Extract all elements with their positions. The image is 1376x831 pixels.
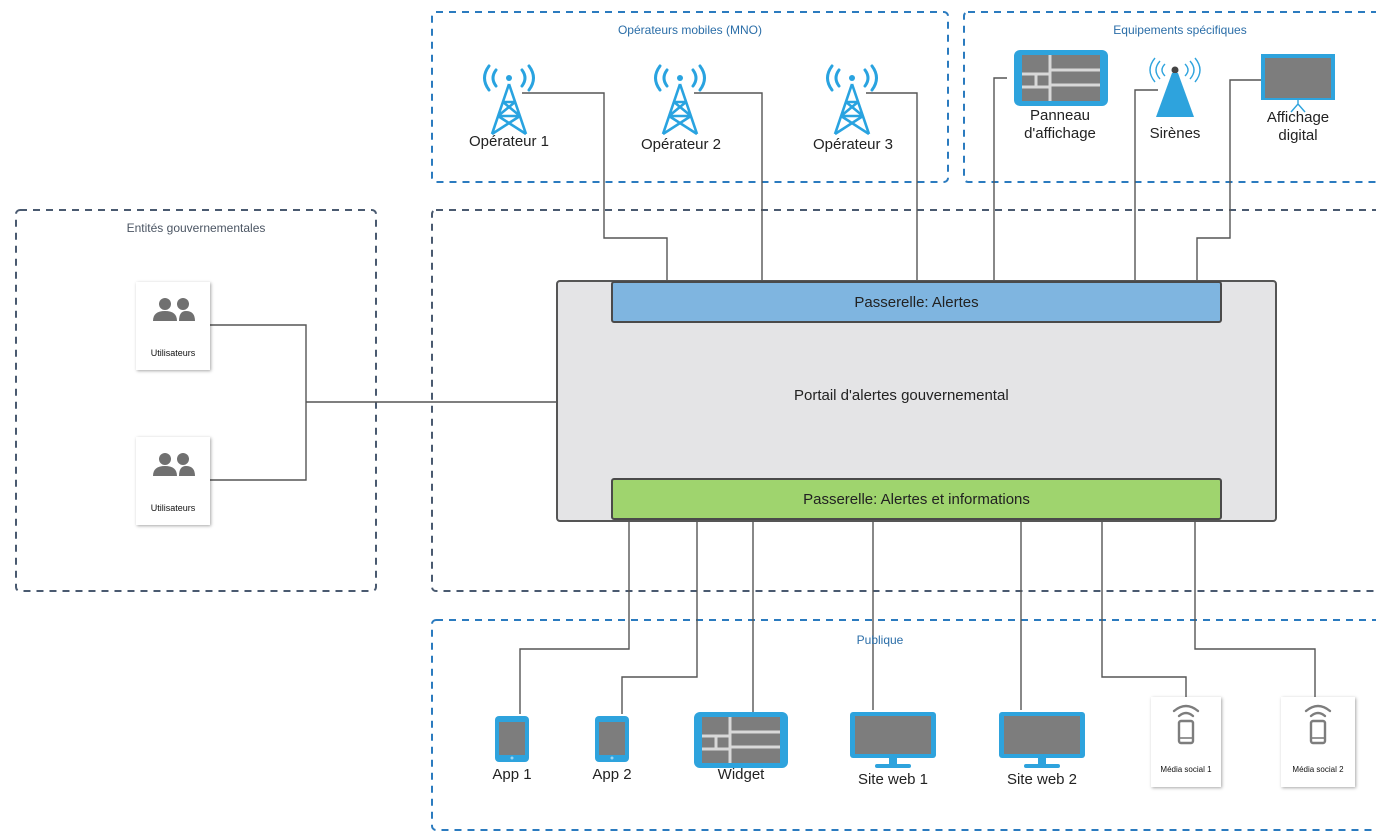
equipment-group-frame	[963, 11, 1376, 183]
wifi-phone-icon	[1172, 704, 1200, 745]
gateway-alerts-and-information[interactable]: Passerelle: Alertes et informations	[611, 478, 1222, 520]
site-web-2-label: Site web 2	[1006, 771, 1078, 788]
cell-tower-icon	[654, 64, 706, 136]
user-card-2-label: Utilisateurs	[150, 503, 196, 513]
display-panel-icon	[1012, 48, 1110, 108]
panel-label: Panneau d'affichage	[1000, 107, 1120, 143]
cell-tower-icon	[483, 64, 535, 136]
digital-display-label: Affichage digital	[1248, 109, 1348, 145]
site-web-1-label: Site web 1	[857, 771, 929, 788]
social-media-2-label: Média social 2	[1292, 765, 1344, 774]
portal-group-frame	[431, 209, 1376, 592]
widget-label: Widget	[717, 766, 765, 783]
government-group-frame	[15, 209, 377, 592]
portal-title: Portail d'alertes gouvernemental	[794, 387, 1009, 404]
wire-operator-1	[522, 92, 668, 282]
operator-1-label: Opérateur 1	[468, 133, 550, 150]
sirens-label: Sirènes	[1149, 125, 1201, 142]
mno-group-frame	[431, 11, 949, 183]
wire-sirens	[1134, 89, 1158, 282]
tablet-icon	[595, 716, 629, 762]
digital-display-label-line-2: digital	[1278, 127, 1318, 144]
wire-social-2	[1194, 520, 1316, 697]
operator-2-label: Opérateur 2	[640, 136, 722, 153]
wire-operator-3	[866, 92, 918, 282]
projector-screen-icon	[1261, 54, 1335, 113]
digital-display-label-line-1: Affichage	[1266, 109, 1330, 126]
wire-panel	[993, 77, 1007, 282]
gateway-alerts[interactable]: Passerelle: Alertes	[611, 281, 1222, 323]
public-group-frame	[431, 619, 1376, 831]
users-icon	[153, 298, 195, 321]
user-card-1[interactable]: Utilisateurs	[136, 282, 210, 370]
government-group-title: Entités gouvernementales	[126, 221, 266, 235]
panel-label-line-1: Panneau	[1029, 107, 1091, 124]
wire-user-1	[210, 324, 307, 481]
cell-tower-icon	[826, 64, 878, 136]
wire-app-1	[519, 520, 630, 714]
user-card-1-label: Utilisateurs	[150, 348, 196, 358]
siren-icon	[1149, 57, 1201, 117]
social-media-card-1[interactable]: Média social 1	[1151, 697, 1221, 787]
tablet-icon	[495, 716, 529, 762]
operator-3-label: Opérateur 3	[812, 136, 894, 153]
app-1-label: App 1	[492, 766, 532, 783]
user-card-2[interactable]: Utilisateurs	[136, 437, 210, 525]
wire-digital	[1196, 79, 1262, 282]
social-media-1-label: Média social 1	[1160, 765, 1212, 774]
app-2-label: App 2	[592, 766, 632, 783]
wifi-phone-icon	[1304, 704, 1332, 745]
display-panel-icon	[692, 710, 790, 770]
equipment-group-title: Equipements spécifiques	[1113, 23, 1247, 37]
wire-social-1	[1101, 520, 1187, 697]
wire-operator-2	[694, 92, 763, 282]
panel-label-line-2: d'affichage	[1024, 125, 1096, 142]
monitor-icon	[999, 712, 1085, 768]
monitor-icon	[850, 712, 936, 768]
users-icon	[153, 453, 195, 476]
mno-group-title: Opérateurs mobiles (MNO)	[617, 23, 763, 37]
public-group-title: Publique	[856, 633, 904, 647]
social-media-card-2[interactable]: Média social 2	[1281, 697, 1355, 787]
wire-app-2	[621, 520, 698, 714]
